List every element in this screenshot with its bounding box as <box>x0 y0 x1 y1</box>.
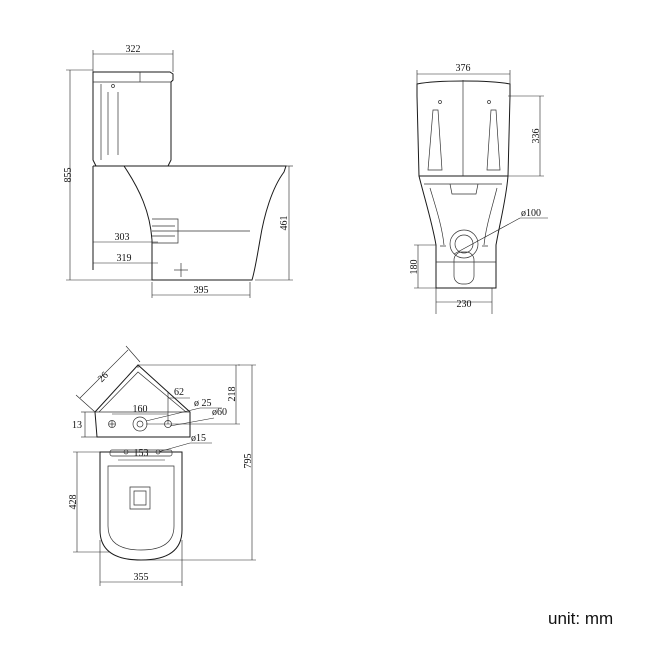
dim-336: 336 <box>531 129 542 144</box>
top-view: 26 62 218 160 ø 25 ø60 13 ø15 153 <box>68 345 256 586</box>
unit-label: unit: mm <box>548 609 614 628</box>
dim-dia15: ø15 <box>191 433 206 444</box>
top-bowl-outline <box>99 451 183 561</box>
dim-319: 319 <box>117 253 132 264</box>
side-cistern-outline <box>92 71 174 167</box>
dim-218: 218 <box>227 387 238 402</box>
dim-461: 461 <box>279 216 290 231</box>
dim-303: 303 <box>115 232 130 243</box>
dim-dia25: ø 25 <box>194 398 212 409</box>
dim-153: 153 <box>134 448 149 459</box>
dim-376: 376 <box>456 63 471 74</box>
dim-dia60: ø60 <box>212 407 227 418</box>
front-cistern-outline <box>416 80 511 177</box>
dim-230: 230 <box>457 299 472 310</box>
dim-160: 160 <box>133 404 148 415</box>
side-bowl-outline <box>93 165 287 281</box>
dim-395: 395 <box>194 285 209 296</box>
front-bowl-outline <box>418 175 509 289</box>
dim-26: 26 <box>96 370 111 385</box>
side-view: 322 855 303 319 395 461 <box>63 44 293 298</box>
dim-355: 355 <box>134 572 149 583</box>
dim-13: 13 <box>72 420 82 431</box>
front-view: 376 336 ø100 180 230 <box>409 63 548 314</box>
dim-322: 322 <box>126 44 141 55</box>
dim-855: 855 <box>63 168 74 183</box>
dim-180: 180 <box>409 260 420 275</box>
dim-62: 62 <box>174 387 184 398</box>
dim-795: 795 <box>243 454 254 469</box>
dim-dia100: ø100 <box>521 208 541 219</box>
top-cistern-outline <box>94 364 191 438</box>
dim-428: 428 <box>68 495 79 510</box>
